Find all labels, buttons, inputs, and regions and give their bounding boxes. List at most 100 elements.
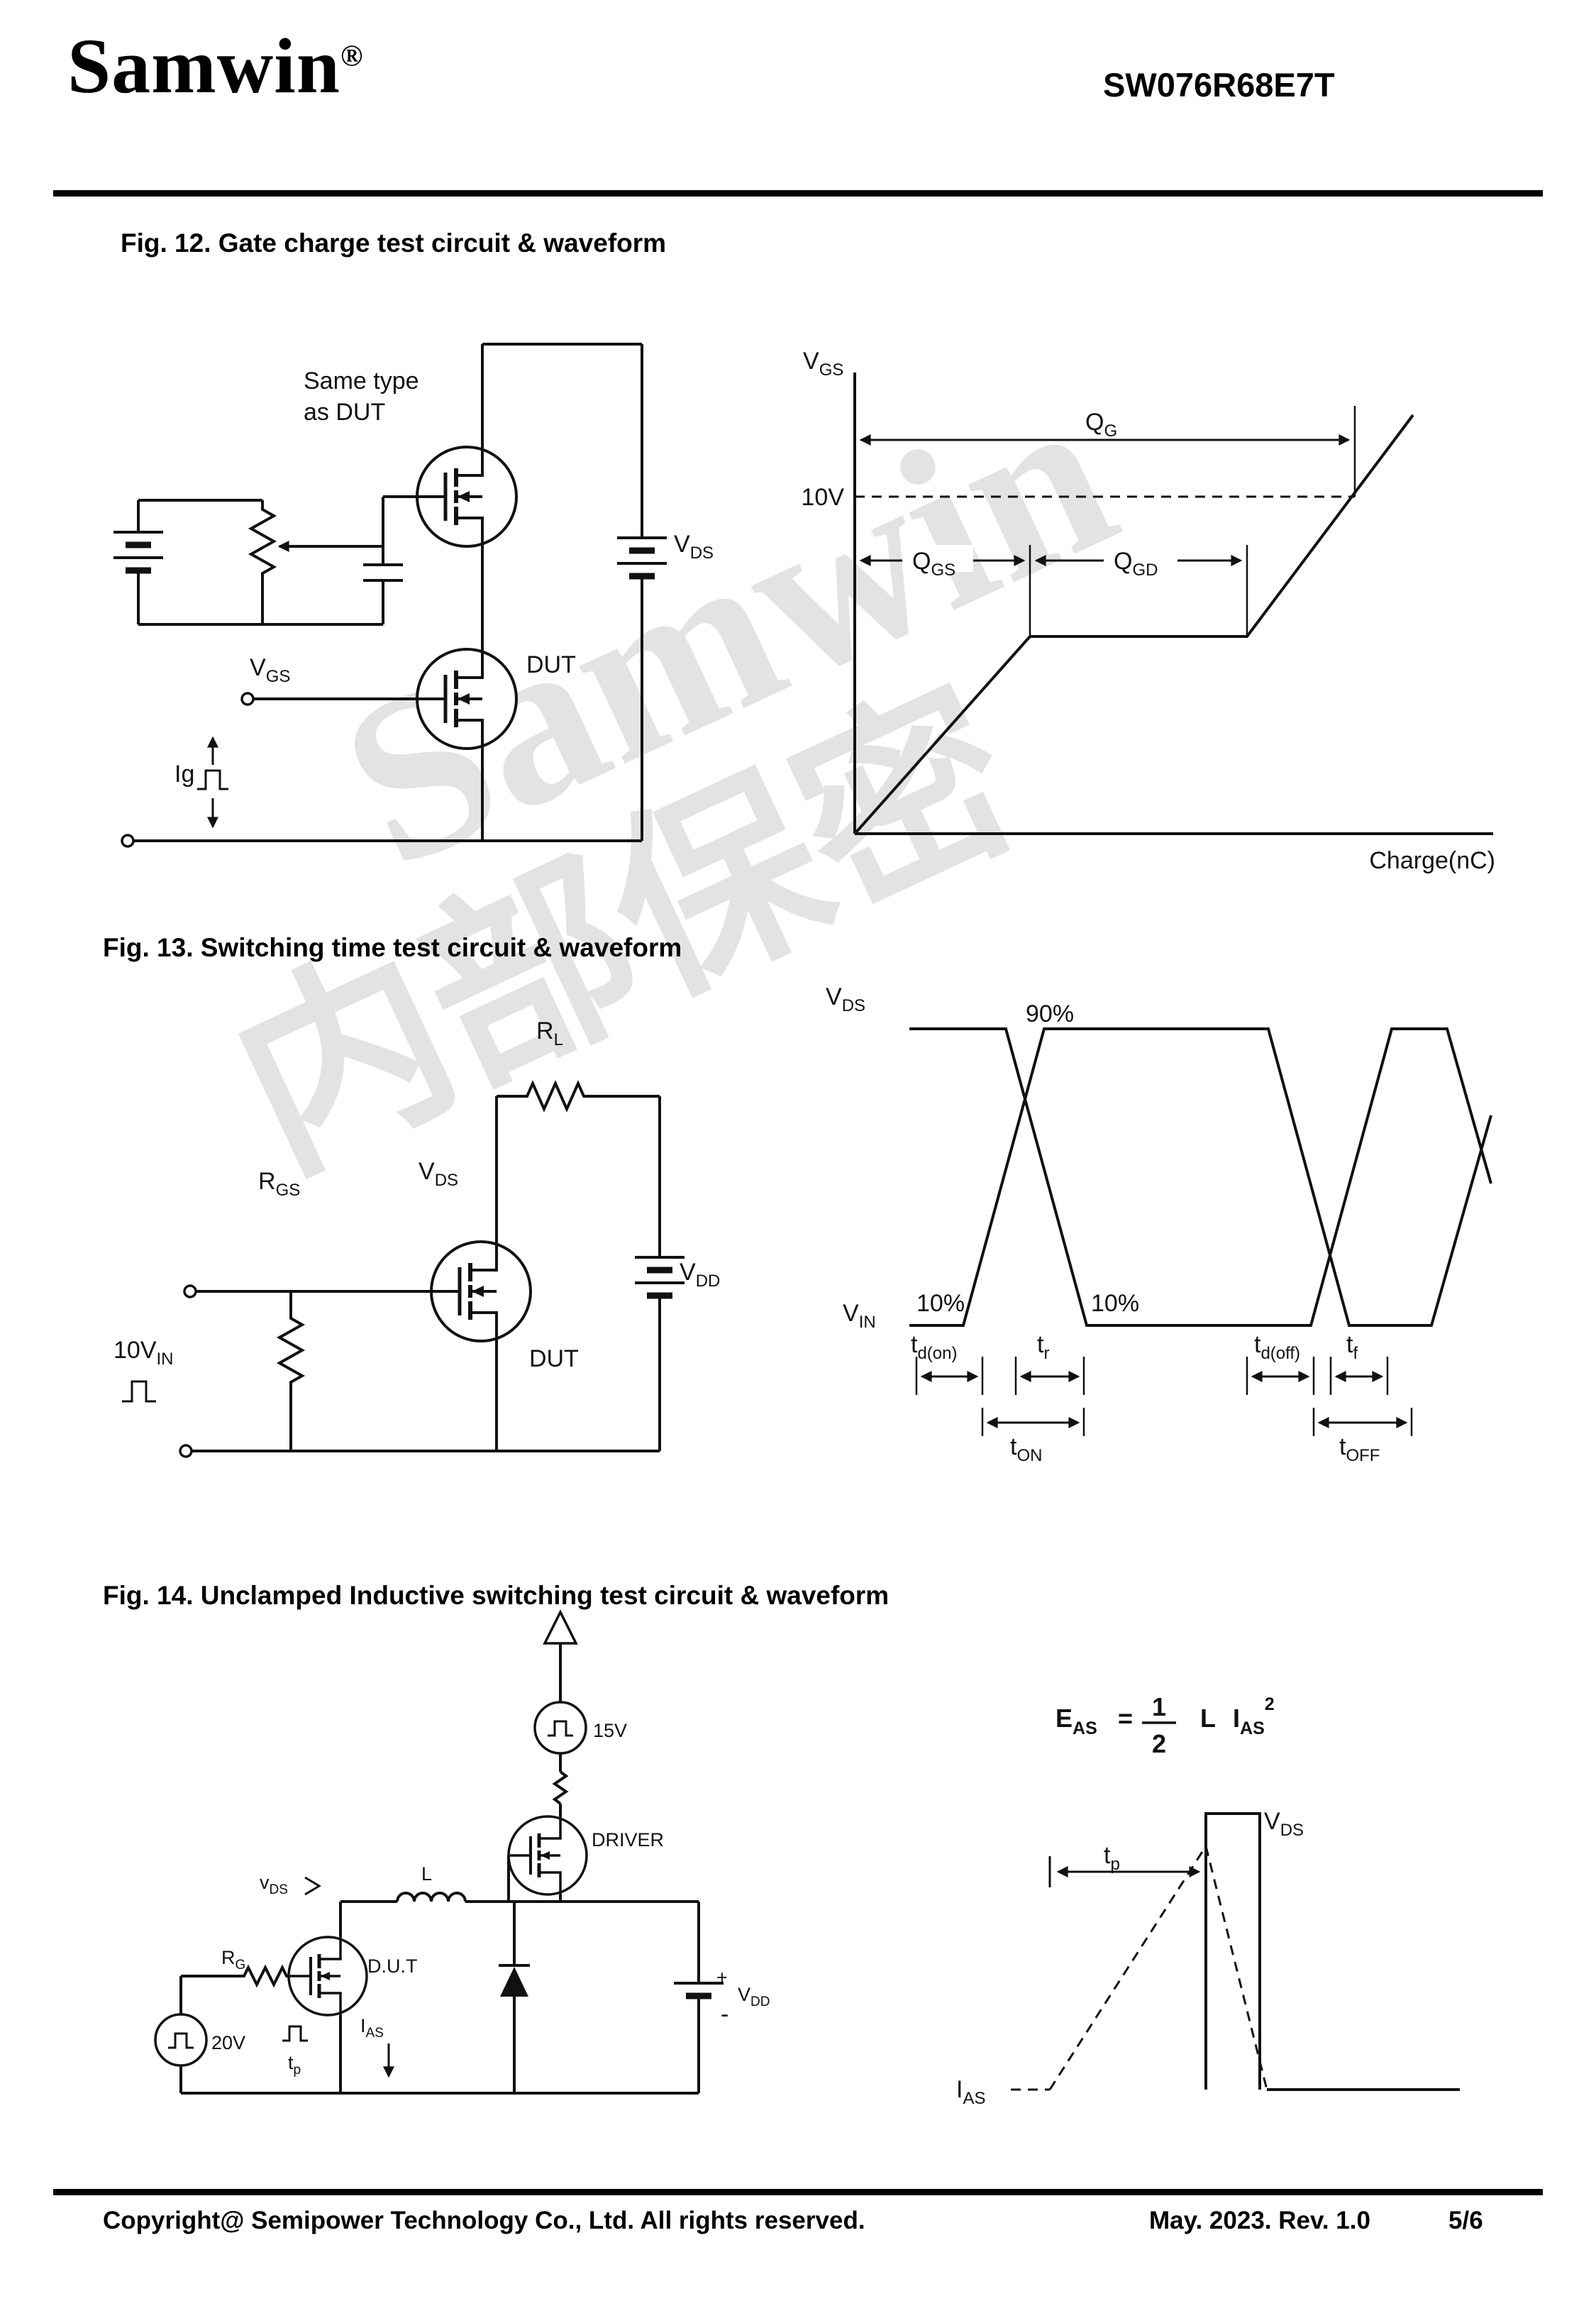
gate-capacitor bbox=[363, 563, 403, 582]
fig13-title: Fig. 13. Switching time test circuit & w… bbox=[103, 933, 682, 962]
qgs-label: QGS bbox=[912, 548, 955, 580]
vds-label: VDS bbox=[1264, 1808, 1304, 1840]
brand-logo: Samwin® bbox=[67, 21, 363, 111]
charge-axis-label: Charge(nC) bbox=[1369, 847, 1495, 874]
qgd-label-bg bbox=[1104, 545, 1177, 572]
ninety-percent-label: 90% bbox=[1026, 1000, 1074, 1027]
dut-mosfet-symbol bbox=[431, 1242, 531, 1341]
vin-trace bbox=[909, 1027, 1492, 1327]
vin-label: 10VIN bbox=[113, 1337, 174, 1369]
vdd-label: VDD bbox=[738, 1984, 770, 2009]
rg-resistor bbox=[241, 1964, 289, 1988]
footer-rule bbox=[53, 2189, 1543, 2195]
tr-label: tr bbox=[1037, 1331, 1049, 1363]
same-type-label-1: Same type bbox=[304, 368, 419, 395]
fig14-formula: EAS = 1 2 L IAS2 bbox=[1055, 1692, 1275, 1758]
vds-label: VDS bbox=[419, 1158, 458, 1190]
ias-fall-dashed bbox=[1204, 1846, 1268, 2090]
fig13-wires bbox=[192, 1095, 661, 1452]
ias-squared-term: IAS2 bbox=[1233, 1694, 1275, 1738]
inductor-label: L bbox=[421, 1863, 432, 1885]
vds-trace-label: VDS bbox=[826, 983, 865, 1015]
pulse-source-20v bbox=[154, 2013, 208, 2067]
vds-trace bbox=[909, 1027, 1492, 1327]
brand-text: Samwin bbox=[67, 23, 340, 109]
fig13-circuit: RL VDS RGS VDD DUT 10VIN bbox=[113, 1017, 720, 1458]
input-terminal bbox=[183, 1284, 197, 1298]
vdd-label: VDD bbox=[680, 1259, 720, 1291]
fig14-wires bbox=[179, 1643, 700, 2095]
potentiometer-resistor bbox=[248, 500, 383, 624]
dut-label: DUT bbox=[526, 651, 576, 678]
qgs-label-bg bbox=[902, 545, 973, 572]
vds-battery bbox=[617, 536, 667, 580]
fig14-circuit: 15V DRIVER L vDS RG D.U.T 20V tp IAS + V… bbox=[154, 1609, 770, 2095]
vds-label: VDS bbox=[674, 531, 714, 563]
twenty-volt-label: 20V bbox=[211, 2032, 245, 2053]
ias-ramp-dashed bbox=[1048, 1846, 1207, 2090]
fig14-title: Fig. 14. Unclamped Inductive switching t… bbox=[103, 1581, 890, 1610]
footer-revision: May. 2023. Rev. 1.0 bbox=[1149, 2207, 1370, 2234]
input-pulse-glyph bbox=[122, 1380, 156, 1403]
rgs-resistor bbox=[276, 1314, 306, 1386]
equals-sign: = bbox=[1118, 1704, 1133, 1733]
vds-pointer-icon bbox=[304, 1876, 321, 1896]
dut-label: DUT bbox=[529, 1345, 579, 1372]
fig12-circuit: Same type as DUT DUT VGS VDS Ig bbox=[113, 343, 714, 848]
registered-mark-icon: ® bbox=[340, 40, 364, 73]
inductance-term: L bbox=[1200, 1704, 1216, 1733]
timing-arrows bbox=[920, 1371, 1408, 1428]
part-number: SW076R68E7T bbox=[1103, 66, 1335, 104]
vgs-label: VGS bbox=[250, 654, 290, 686]
timing-ticks bbox=[915, 1357, 1413, 1436]
footer-copyright: Copyright@ Semipower Technology Co., Ltd… bbox=[103, 2207, 865, 2234]
fig12-wires bbox=[133, 343, 643, 842]
driver-label: DRIVER bbox=[592, 1829, 664, 1850]
ig-current-arrows bbox=[197, 736, 228, 829]
gate-terminal bbox=[240, 692, 255, 706]
dut-mosfet-symbol bbox=[417, 649, 516, 749]
minus-label: - bbox=[721, 2001, 728, 2028]
ground-terminal bbox=[179, 1444, 193, 1458]
qg-label: QG bbox=[1085, 409, 1117, 441]
dut-label: D.U.T bbox=[367, 1955, 418, 1977]
vgs-axis-label: VGS bbox=[803, 348, 843, 380]
pulse-source-15v bbox=[533, 1701, 587, 1755]
vin-trace-label: VIN bbox=[843, 1300, 876, 1332]
ias-label: IAS bbox=[956, 2076, 985, 2108]
driver-mosfet-symbol bbox=[509, 1816, 587, 1894]
fig14-waveform: tp VDS IAS bbox=[956, 1808, 1460, 2108]
header-rule bbox=[53, 190, 1543, 197]
vds-pulse bbox=[1204, 1812, 1261, 2090]
supply-arrow-icon bbox=[543, 1609, 578, 1645]
tp-label: tp bbox=[288, 2052, 301, 2078]
ton-label: tON bbox=[1010, 1433, 1042, 1465]
inductor-coil bbox=[396, 1892, 467, 1902]
freewheel-diode bbox=[499, 1964, 530, 1997]
qgd-label: QGD bbox=[1114, 548, 1158, 580]
source-terminal bbox=[121, 834, 135, 848]
td-on-label: td(on) bbox=[911, 1331, 957, 1363]
vdd-battery bbox=[674, 1982, 724, 1999]
fig12-title: Fig. 12. Gate charge test circuit & wave… bbox=[121, 228, 667, 258]
rl-resistor bbox=[523, 1080, 588, 1113]
tp-pulse-glyph bbox=[282, 2025, 308, 2042]
fifteen-volt-label: 15V bbox=[593, 1720, 627, 1741]
rg-label: RG bbox=[221, 1947, 245, 1973]
series-resistor bbox=[552, 1770, 569, 1805]
vds-label: vDS bbox=[260, 1872, 288, 1897]
vdd-battery bbox=[635, 1256, 685, 1299]
td-off-label: td(off) bbox=[1254, 1331, 1300, 1363]
rl-label: RL bbox=[536, 1017, 563, 1049]
ten-volt-label: 10V bbox=[802, 484, 845, 511]
gate-charge-axes bbox=[853, 373, 1493, 835]
same-type-mosfet-symbol bbox=[417, 447, 516, 546]
footer-page-number: 5/6 bbox=[1448, 2207, 1483, 2234]
ig-label: Ig bbox=[174, 761, 194, 788]
ten-percent-label-right: 10% bbox=[1091, 1290, 1139, 1317]
eas-term: EAS bbox=[1055, 1704, 1097, 1738]
dut-mosfet-symbol bbox=[289, 1937, 367, 2015]
plus-label: + bbox=[716, 1967, 728, 1988]
